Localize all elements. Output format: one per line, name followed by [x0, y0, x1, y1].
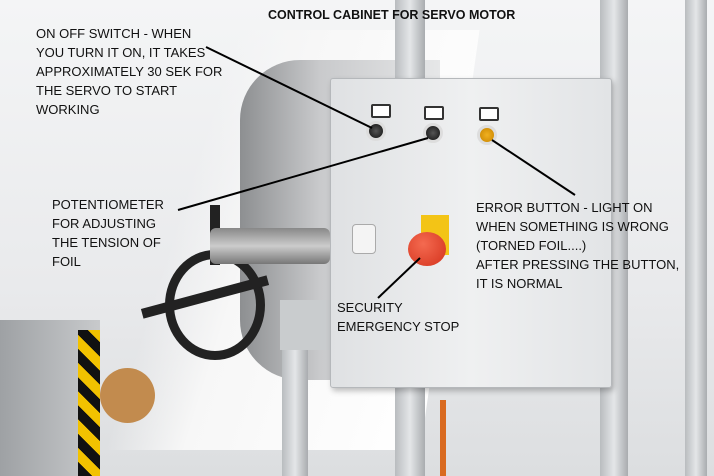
frame-post: [685, 0, 707, 476]
potentiometer-label-plate: [424, 106, 444, 120]
potentiometer-annotation: POTENTIOMETER FOR ADJUSTING THE TENSION …: [52, 197, 164, 269]
door-lock[interactable]: [352, 224, 376, 254]
page-title: CONTROL CABINET FOR SERVO MOTOR: [268, 8, 516, 22]
estop-annotation: SECURITY EMERGENCY STOP: [337, 300, 460, 334]
emergency-stop-button[interactable]: [408, 232, 446, 266]
frame-post: [282, 340, 308, 476]
error-label-plate: [479, 107, 499, 121]
mount-plate: [280, 300, 335, 350]
cork-roller: [100, 368, 155, 423]
error-pointer: [491, 139, 576, 196]
cable: [440, 400, 446, 476]
on-off-switch[interactable]: [366, 121, 386, 141]
potentiometer-pointer: [177, 137, 429, 211]
error-annotation: ERROR BUTTON - LIGHT ON WHEN SOMETHING I…: [476, 200, 680, 291]
switch-annotation: ON OFF SWITCH - WHEN YOU TURN IT ON, IT …: [36, 26, 223, 117]
switch-pointer: [205, 46, 373, 129]
estop-pointer: [377, 257, 421, 299]
hazard-stripe: [78, 330, 100, 476]
switch-label-plate: [371, 104, 391, 118]
shaft-housing: [210, 228, 330, 264]
